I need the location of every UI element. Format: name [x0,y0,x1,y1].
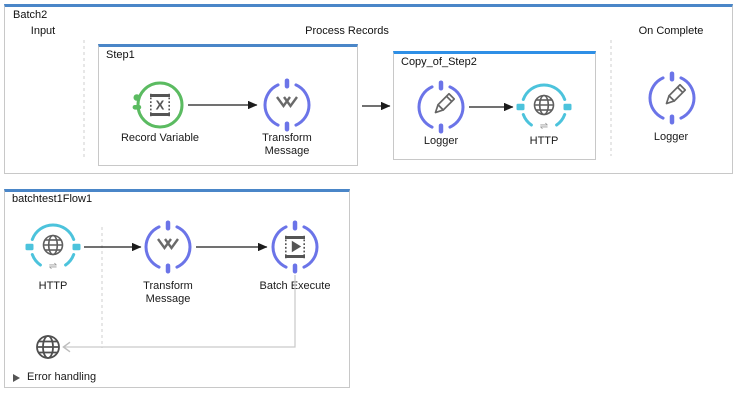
node-record-variable[interactable]: X [132,77,188,133]
node-label-http-step2: HTTP [529,135,559,147]
node-http-step2[interactable]: ⇌ [516,79,572,135]
globe-icon: ⇌ [25,223,81,272]
svg-text:⇌: ⇌ [540,121,548,132]
error-handling-section[interactable]: Error handling [27,371,97,383]
node-label-http-listener: HTTP [38,280,68,292]
node-label-logger-on-complete: Logger [653,131,689,143]
node-label-transform-message-step1: Transform Message [262,132,312,157]
node-transform-message-step1[interactable] [259,77,315,133]
flow-title-batch2: Batch2 [13,9,48,21]
node-label-batch-execute: Batch Execute [259,280,331,292]
scope-step1[interactable]: Step1 X Record Variable [98,44,358,166]
svg-text:⇌: ⇌ [49,261,57,272]
node-http-listener[interactable]: ⇌ [25,219,81,275]
record-variable-icon: X [132,81,184,129]
node-logger-on-complete[interactable] [644,70,700,126]
scope-copy-of-step2[interactable]: Copy_of_Step2 Logger [393,51,596,160]
dataweave-icon [144,220,192,274]
scope-title-step1: Step1 [106,49,135,61]
node-error-source[interactable] [34,333,62,361]
pencil-icon [417,80,465,134]
flow-container-batchtest1flow1[interactable]: batchtest1Flow1 ⇌ HTTP [4,189,350,388]
node-label-logger-step2: Logger [423,135,459,147]
node-transform-message-flow[interactable] [140,219,196,275]
batch-execute-icon [271,220,319,274]
section-label-process-records: Process Records [305,25,389,37]
node-logger-step2[interactable] [413,79,469,135]
flow-container-batch2[interactable]: Batch2 Input Process Records On Complete… [4,4,733,174]
chevron-right-icon[interactable] [13,374,20,382]
node-label-record-variable: Record Variable [120,132,200,144]
node-label-transform-message-flow: Transform Message [143,280,193,305]
svg-text:X: X [156,98,165,113]
flow-title-batchtest1flow1: batchtest1Flow1 [12,193,93,205]
dataweave-icon [263,78,311,132]
section-label-input: Input [30,25,56,37]
globe-icon [36,335,60,359]
section-label-on-complete: On Complete [638,25,704,37]
scope-title-copy-of-step2: Copy_of_Step2 [401,56,477,68]
globe-icon: ⇌ [516,83,572,132]
node-batch-execute[interactable] [267,219,323,275]
pencil-icon [648,71,696,125]
